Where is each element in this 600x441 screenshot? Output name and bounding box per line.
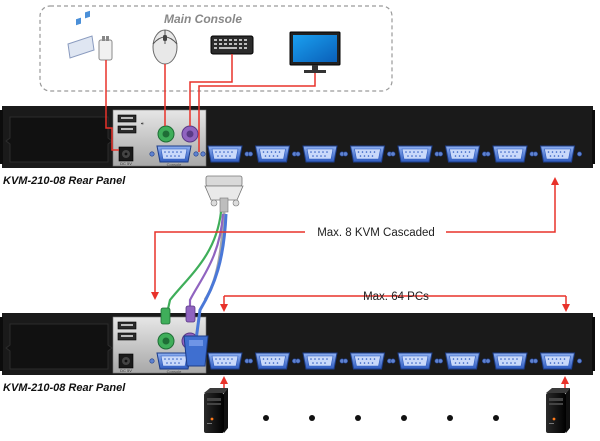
cascade-annotation: Max. 8 KVM Cascaded (317, 227, 435, 239)
power-adapter-icon (67, 10, 113, 61)
main-console-group: Main Console (39, 5, 393, 92)
pc-tower-icon (546, 388, 570, 433)
upper-kvm-panel: ⎆ DC 5V Console (0, 106, 595, 168)
monitor-cable-line (198, 73, 316, 152)
upper-panel-label: KVM-210-08 Rear Panel (3, 175, 126, 187)
upper-dc-label: DC 5V (120, 161, 132, 166)
pc-ellipsis-dots (263, 415, 499, 421)
svg-text:⎆: ⎆ (141, 121, 145, 126)
lower-panel-label: KVM-210-08 Rear Panel (3, 382, 126, 394)
monitor-icon (289, 31, 341, 73)
main-console-title: Main Console (164, 12, 242, 26)
lower-dc-label: DC 5V (120, 368, 132, 373)
console-cables (105, 54, 316, 152)
keyboard-cable-line (189, 54, 233, 126)
lower-kvm-panel: DC 5V Console (0, 313, 595, 375)
cascade-arrows (154, 182, 567, 388)
pcs-annotation: Max. 64 PCs (363, 291, 429, 303)
cascade-cable (160, 175, 244, 367)
keyboard-icon (210, 35, 254, 55)
power-cable-line (105, 60, 119, 151)
mouse-icon (152, 29, 178, 65)
upper-console-label: Console (167, 162, 182, 167)
arrowheads (151, 177, 570, 384)
main-console-frame (39, 5, 393, 92)
pc-tower-icon (204, 388, 228, 433)
lower-console-label: Console (167, 369, 182, 374)
